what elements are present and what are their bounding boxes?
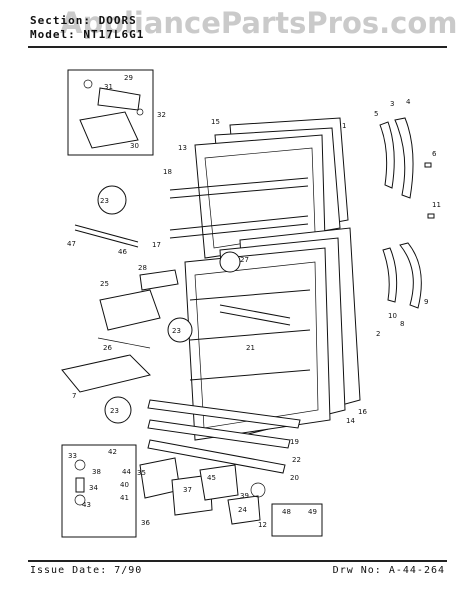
bottom-hardware xyxy=(61,444,323,538)
callout-22: 22 xyxy=(292,456,301,464)
top-hinge-box xyxy=(67,69,154,156)
callout-44: 44 xyxy=(122,468,131,476)
callout-37: 37 xyxy=(183,486,192,494)
callout-24: 24 xyxy=(238,506,247,514)
callout-3: 3 xyxy=(390,100,394,108)
callout-48: 48 xyxy=(282,508,291,516)
callout-5: 5 xyxy=(374,110,378,118)
detail-circles xyxy=(97,185,241,424)
callout-6: 6 xyxy=(432,150,437,158)
callout-45: 45 xyxy=(207,474,216,482)
model-title: Model: NT17L6G1 xyxy=(30,28,145,41)
trim-strips xyxy=(147,399,301,474)
callout-38: 38 xyxy=(92,468,101,476)
callout-20: 20 xyxy=(290,474,299,482)
callout-36: 36 xyxy=(141,519,150,527)
callout-17: 17 xyxy=(152,241,161,249)
callout-11: 11 xyxy=(432,201,441,209)
callout-34: 34 xyxy=(89,484,98,492)
callout-16: 16 xyxy=(358,408,367,416)
callout-33: 33 xyxy=(68,452,77,460)
callout-43: 43 xyxy=(82,501,91,509)
handles xyxy=(379,117,435,309)
fresh-food-door xyxy=(184,227,361,441)
callout-32: 32 xyxy=(157,111,166,119)
callout-30: 30 xyxy=(130,142,139,150)
callout-26: 26 xyxy=(103,344,112,352)
freezer-door xyxy=(169,117,349,259)
callout-13: 13 xyxy=(178,144,187,152)
callout-27: 27 xyxy=(240,256,249,264)
callout-10: 10 xyxy=(388,312,397,320)
left-parts xyxy=(61,224,179,393)
callout-35: 35 xyxy=(137,469,146,477)
callout-12: 12 xyxy=(258,521,267,529)
callout-19: 19 xyxy=(290,438,299,446)
callout-31: 31 xyxy=(104,83,113,91)
callout-23b: 23 xyxy=(172,327,181,335)
callout-8: 8 xyxy=(400,320,404,328)
callout-21: 21 xyxy=(246,344,255,352)
section-title: Section: DOORS xyxy=(30,14,137,27)
callout-18: 18 xyxy=(163,168,172,176)
callout-28: 28 xyxy=(138,264,147,272)
callout-40: 40 xyxy=(120,481,129,489)
callout-2: 2 xyxy=(376,330,380,338)
callout-15: 15 xyxy=(211,118,220,126)
bottom-rule xyxy=(28,560,447,562)
callout-1: 1 xyxy=(342,122,346,130)
callout-9: 9 xyxy=(424,298,428,306)
callout-25: 25 xyxy=(100,280,109,288)
watermark: AppliancePartsPros.com xyxy=(60,6,458,40)
callout-39: 39 xyxy=(240,492,249,500)
callout-23c: 23 xyxy=(110,407,119,415)
callout-46: 46 xyxy=(118,248,127,256)
callout-42: 42 xyxy=(108,448,117,456)
top-rule xyxy=(28,46,447,48)
callout-4: 4 xyxy=(406,98,411,106)
callout-49: 49 xyxy=(308,508,317,516)
callout-41: 41 xyxy=(120,494,129,502)
callout-7: 7 xyxy=(72,392,76,400)
drawing-number: Drw No: A-44-264 xyxy=(332,565,445,576)
callout-47: 47 xyxy=(67,240,76,248)
callout-23a: 23 xyxy=(100,197,109,205)
callout-29: 29 xyxy=(124,74,133,82)
issue-date: Issue Date: 7/90 xyxy=(30,565,143,576)
callout-14: 14 xyxy=(346,417,355,425)
